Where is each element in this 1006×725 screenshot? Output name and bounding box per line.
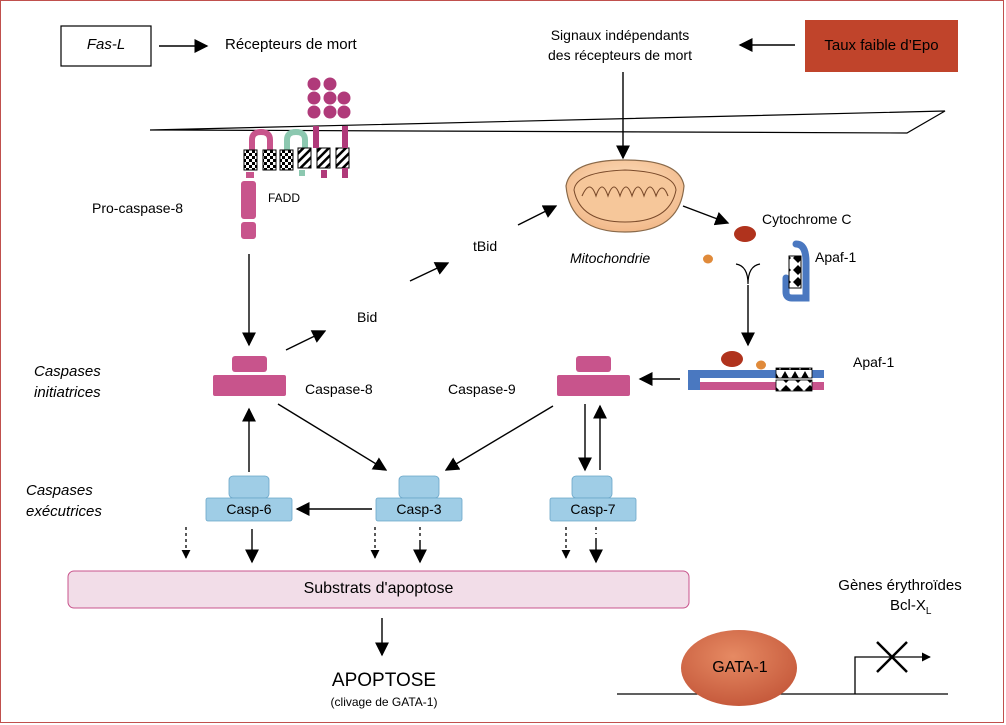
pathway-arrows xyxy=(159,38,795,657)
gata1-icon xyxy=(681,630,797,706)
casp7-label: Casp-7 xyxy=(570,501,616,517)
substrates-label: Substrats d'apoptose xyxy=(303,580,454,597)
apaf1-top-label: Apaf-1 xyxy=(815,249,857,265)
mitochondria-icon xyxy=(565,159,685,233)
executor-label-line1: Caspases xyxy=(26,482,93,499)
low-epo-label: Taux faible d’Epo xyxy=(824,37,939,54)
pro-caspase8-icon xyxy=(241,181,256,239)
merge-bracket xyxy=(735,263,761,285)
fasl-label: Fas-L xyxy=(86,36,126,53)
signals-line2: des récepteurs de mort xyxy=(548,47,692,63)
apaf1-complex-label: Apaf-1 xyxy=(853,354,895,370)
bclxl-main: Bcl-X xyxy=(890,597,926,614)
apoptose-note: (clivage de GATA-1) xyxy=(330,695,438,709)
caspase9-icon xyxy=(557,356,630,396)
cell-membrane xyxy=(149,110,946,134)
fasl-box xyxy=(60,25,152,67)
fadd-receptor-complex-icon xyxy=(243,126,350,178)
blocked-cross-icon xyxy=(876,641,908,673)
pro-caspase8-label: Pro-caspase-8 xyxy=(92,200,184,216)
casp3-label: Casp-3 xyxy=(396,501,442,517)
signals-line1: Signaux indépendants xyxy=(550,27,690,43)
gata1-label: GATA-1 xyxy=(712,659,768,676)
tbid-label: tBid xyxy=(473,238,498,254)
initiator-label-line1: Caspases xyxy=(34,363,101,380)
cytochrome-c-label: Cytochrome C xyxy=(762,211,852,227)
dATP-dot-icon xyxy=(703,254,713,264)
erythroid-genes-label: Gènes érythroïdes xyxy=(838,577,962,594)
fadd-label: FADD xyxy=(268,191,301,205)
bclxl-sub: L xyxy=(925,606,932,617)
death-receptors-label: Récepteurs de mort xyxy=(225,36,357,53)
receptor-cluster-icon xyxy=(307,77,351,119)
caspase8-label: Caspase-8 xyxy=(305,381,373,397)
substrates-bar xyxy=(67,570,690,609)
apaf1-hook-icon xyxy=(782,240,810,302)
cytochrome-c-icon xyxy=(734,226,756,242)
low-epo-box xyxy=(805,20,958,72)
promoter-arrow xyxy=(854,652,931,694)
mitochondria-label: Mitochondrie xyxy=(570,250,651,266)
initiator-label-line2: initiatrices xyxy=(34,384,101,401)
executor-label-line2: exécutrices xyxy=(26,503,102,520)
apoptosome-icon xyxy=(688,351,824,392)
dotted-arrows xyxy=(181,527,597,559)
casp6-icon xyxy=(205,475,293,522)
apoptose-label: APOPTOSE xyxy=(331,670,437,691)
casp6-label: Casp-6 xyxy=(226,501,272,517)
casp7-icon xyxy=(549,475,637,522)
casp3-icon xyxy=(375,475,463,522)
caspase8-icon xyxy=(213,356,286,396)
caspase9-label: Caspase-9 xyxy=(448,381,516,397)
bid-label: Bid xyxy=(357,309,378,325)
bclxl-label: Bcl-XL xyxy=(890,597,931,620)
